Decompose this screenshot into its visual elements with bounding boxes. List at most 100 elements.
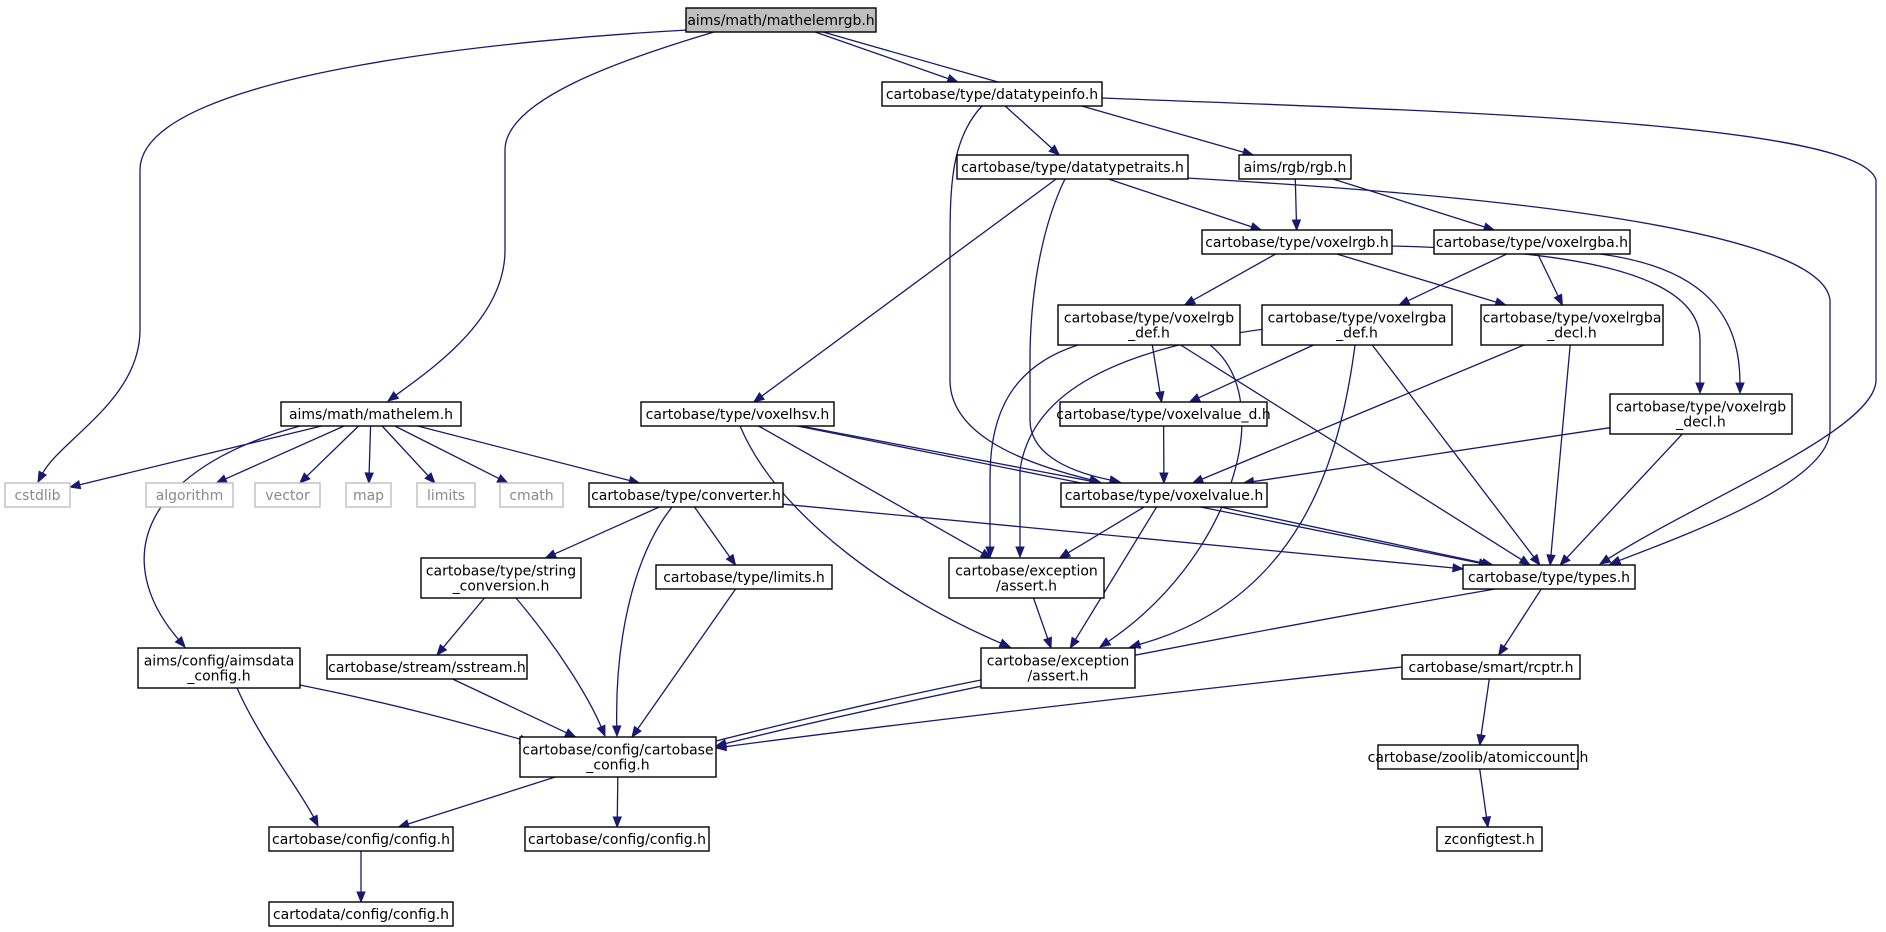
node-cdconfig[interactable]: cartodata/config/config.h (268, 901, 454, 927)
node-box (1462, 564, 1636, 590)
edge-voxelrgba-to-voxelrgba_decl (1537, 253, 1563, 307)
node-voxelvalue_d[interactable]: cartobase/type/voxelvalue_d.h (1056, 401, 1271, 427)
node-rcptr[interactable]: cartobase/smart/rcptr.h (1401, 654, 1581, 680)
node-assert2[interactable]: cartobase/exception/assert.h (980, 647, 1136, 689)
node-dttraits[interactable]: cartobase/type/datatypetraits.h (956, 154, 1189, 180)
node-label: aims/rgb/rgb.h (1244, 160, 1347, 176)
edge-voxelhsv-to-voxelvalue (800, 425, 1103, 486)
node-cbconfig[interactable]: cartobase/config/cartobase_config.h (519, 736, 717, 778)
node-label: cartobase/type/datatypeinfo.h (886, 87, 1098, 103)
edge-voxelrgb_decl-to-voxelvalue (1242, 427, 1611, 487)
edge-voxelvalue-to-assert2 (1069, 506, 1158, 650)
edge-voxelvalue-to-assert1 (1058, 506, 1145, 559)
edge-voxelvalue_d-to-voxelvalue (1159, 425, 1169, 485)
node-box (137, 647, 301, 689)
node-voxelrgba[interactable]: cartobase/type/voxelrgba.h (1433, 229, 1631, 255)
node-box (588, 482, 784, 508)
edge-converter-to-strconv (544, 506, 660, 559)
node-voxelhsv[interactable]: cartobase/type/voxelhsv.h (640, 401, 835, 427)
edge-voxelrgba-to-voxelrgb_decl (1599, 253, 1745, 395)
node-aimsdata[interactable]: aims/config/aimsdata_config.h (137, 647, 301, 689)
node-box (980, 647, 1136, 689)
node-tlimits[interactable]: cartobase/type/limits.h (655, 564, 833, 590)
node-box (499, 482, 564, 508)
node-voxelrgb[interactable]: cartobase/type/voxelrgb.h (1201, 229, 1393, 255)
node-box (1238, 154, 1352, 180)
node-box (640, 401, 835, 427)
node-limits: limits (416, 482, 476, 508)
node-label: cartobase/type/datatypetraits.h (961, 160, 1184, 176)
node-label: cartobase/type/string (426, 564, 576, 580)
node-config2[interactable]: cartobase/config/config.h (524, 826, 710, 852)
node-label: cartobase/type/voxelvalue.h (1065, 488, 1264, 504)
node-label: _def.h (1127, 326, 1170, 342)
node-voxelrgba_decl[interactable]: cartobase/type/voxelrgba_decl.h (1480, 304, 1664, 346)
node-config1[interactable]: cartobase/config/config.h (268, 826, 454, 852)
node-box (345, 482, 392, 508)
node-atomic[interactable]: cartobase/zoolib/atomiccount.h (1368, 744, 1589, 770)
node-box (1401, 654, 1581, 680)
edge-voxelrgba_decl-to-types (1546, 344, 1571, 567)
edge-converter-to-cbconfig (612, 506, 673, 738)
node-voxelrgb_def[interactable]: cartobase/type/voxelrgb_def.h (1057, 304, 1241, 346)
node-label: _conversion.h (452, 579, 550, 595)
edge-mathelem-to-vector (298, 425, 360, 484)
edge-mathelem-to-aimsdata (143, 425, 301, 649)
edge-sstream-to-cbconfig (452, 678, 577, 738)
node-label: cartobase/exception (955, 564, 1098, 580)
node-label: _def.h (1335, 326, 1378, 342)
edge-dttraits-to-voxelrgb (1108, 178, 1263, 232)
node-root[interactable]: aims/math/mathelemrgb.h (685, 7, 877, 33)
node-voxelrgba_def[interactable]: cartobase/type/voxelrgba_def.h (1261, 304, 1453, 346)
edge-rgb-to-voxelrgba (1332, 178, 1496, 232)
edge-assert2-to-cbconfig (698, 679, 982, 748)
edge-strconv-to-cbconfig (515, 597, 606, 738)
node-box (1261, 304, 1453, 346)
node-box (1480, 304, 1664, 346)
node-voxelrgb_decl[interactable]: cartobase/type/voxelrgb_decl.h (1609, 393, 1793, 435)
node-label: cstdlib (14, 488, 60, 504)
node-box (268, 826, 454, 852)
node-box (1377, 744, 1579, 770)
node-mathelem[interactable]: aims/math/mathelem.h (280, 401, 462, 427)
edge-converter-to-types (782, 503, 1465, 573)
node-label: cartobase/zoolib/atomiccount.h (1368, 750, 1589, 766)
node-types[interactable]: cartobase/type/types.h (1462, 564, 1636, 590)
edge-mathelem-to-algorithm (215, 425, 345, 484)
node-box (326, 654, 528, 680)
edge-tlimits-to-cbconfig (631, 588, 737, 739)
node-dtinfo[interactable]: cartobase/type/datatypeinfo.h (881, 81, 1103, 107)
node-box (1436, 826, 1543, 852)
node-zconfig[interactable]: zconfigtest.h (1436, 826, 1543, 852)
node-label: aims/math/mathelem.h (289, 407, 453, 423)
node-strconv[interactable]: cartobase/type/string_conversion.h (420, 557, 582, 599)
node-label: cartobase/type/converter.h (591, 488, 781, 504)
edge-root-to-mathelem (386, 31, 715, 402)
node-layer: aims/math/mathelemrgb.h cartobase/type/da… (4, 7, 1793, 927)
node-rgb[interactable]: aims/rgb/rgb.h (1238, 154, 1352, 180)
node-voxelvalue[interactable]: cartobase/type/voxelvalue.h (1060, 482, 1268, 508)
node-sstream[interactable]: cartobase/stream/sstream.h (326, 654, 528, 680)
node-box (1057, 304, 1241, 346)
node-label: algorithm (156, 488, 224, 504)
node-label: cartobase/type/voxelvalue_d.h (1056, 407, 1270, 423)
node-box (948, 557, 1105, 599)
edge-mathelem-to-map (364, 425, 374, 485)
edge-types-to-rcptr (1498, 588, 1542, 657)
node-box (416, 482, 476, 508)
edge-assert1-to-assert2 (1032, 597, 1053, 650)
node-converter[interactable]: cartobase/type/converter.h (588, 482, 784, 508)
node-label: cartobase/type/voxelrgb (1064, 311, 1234, 327)
node-label: cartobase/type/voxelrgba.h (1436, 235, 1628, 251)
node-assert1[interactable]: cartobase/exception/assert.h (948, 557, 1105, 599)
node-box (1059, 401, 1268, 427)
edge-aimsdata-to-cbconfig (299, 684, 532, 744)
edge-voxelrgb-to-voxelrgb_def (1183, 253, 1276, 306)
edge-config1-to-cdconfig (356, 851, 366, 904)
edge-dtinfo-to-dttraits (1004, 105, 1061, 156)
node-label: /assert.h (996, 579, 1057, 595)
node-box (685, 7, 877, 33)
edge-voxelrgba_def-to-voxelvalue_d (1188, 344, 1314, 403)
edge-cbconfig-to-config1 (397, 776, 556, 829)
